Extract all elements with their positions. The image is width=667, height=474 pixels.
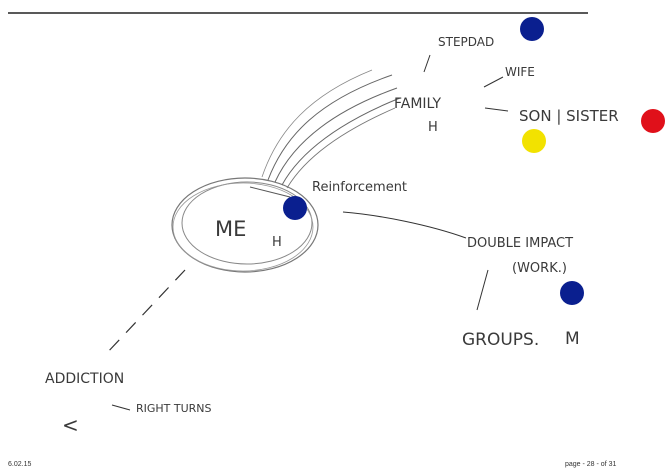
me-label: ME — [215, 217, 246, 241]
family-label: FAMILY — [394, 96, 441, 112]
family-link-curve-4 — [286, 107, 396, 189]
family-link-curve-2 — [274, 87, 398, 183]
me-outer-ellipse — [171, 177, 319, 273]
son-dot — [522, 129, 546, 153]
sister-dot — [641, 109, 665, 133]
me-sub-label: H — [272, 235, 282, 250]
double-impact-line — [342, 211, 467, 239]
me-third-ellipse — [172, 182, 314, 272]
work-dot — [560, 281, 584, 305]
groups-link-line — [476, 269, 489, 311]
addiction-dashed-line — [104, 269, 186, 356]
reinforcement-dot — [283, 196, 307, 220]
son-line — [484, 107, 509, 112]
groups-label: GROUPS. — [462, 330, 539, 350]
family-sub-label: H — [428, 120, 438, 135]
arrow-label: < — [62, 413, 79, 437]
family-link-curve-5 — [261, 69, 373, 178]
reinforcement-label: Reinforcement — [312, 180, 407, 195]
family-link-curve-1 — [267, 74, 393, 181]
footer-date: 6.02.15 — [8, 461, 32, 468]
addiction-label: ADDICTION — [45, 371, 124, 387]
double-impact-label: DOUBLE IMPACT — [467, 236, 573, 251]
stepdad-label: STEPDAD — [438, 35, 494, 49]
stepdad-dot — [520, 17, 544, 41]
me-arrow-line — [249, 186, 291, 198]
me-inner-ellipse — [181, 181, 313, 265]
wife-line — [483, 76, 504, 88]
stepdad-line — [423, 54, 431, 73]
right-turns-line — [111, 404, 131, 411]
groups-sub-label: M — [565, 329, 580, 349]
work-label: (WORK.) — [512, 261, 567, 276]
footer-page: page - 28 - of 31 — [565, 461, 617, 468]
family-link-curve-3 — [281, 97, 401, 186]
right-turns-label: RIGHT TURNS — [136, 402, 212, 415]
wife-label: WIFE — [505, 65, 535, 79]
son-sister-label: SON | SISTER — [519, 107, 619, 125]
